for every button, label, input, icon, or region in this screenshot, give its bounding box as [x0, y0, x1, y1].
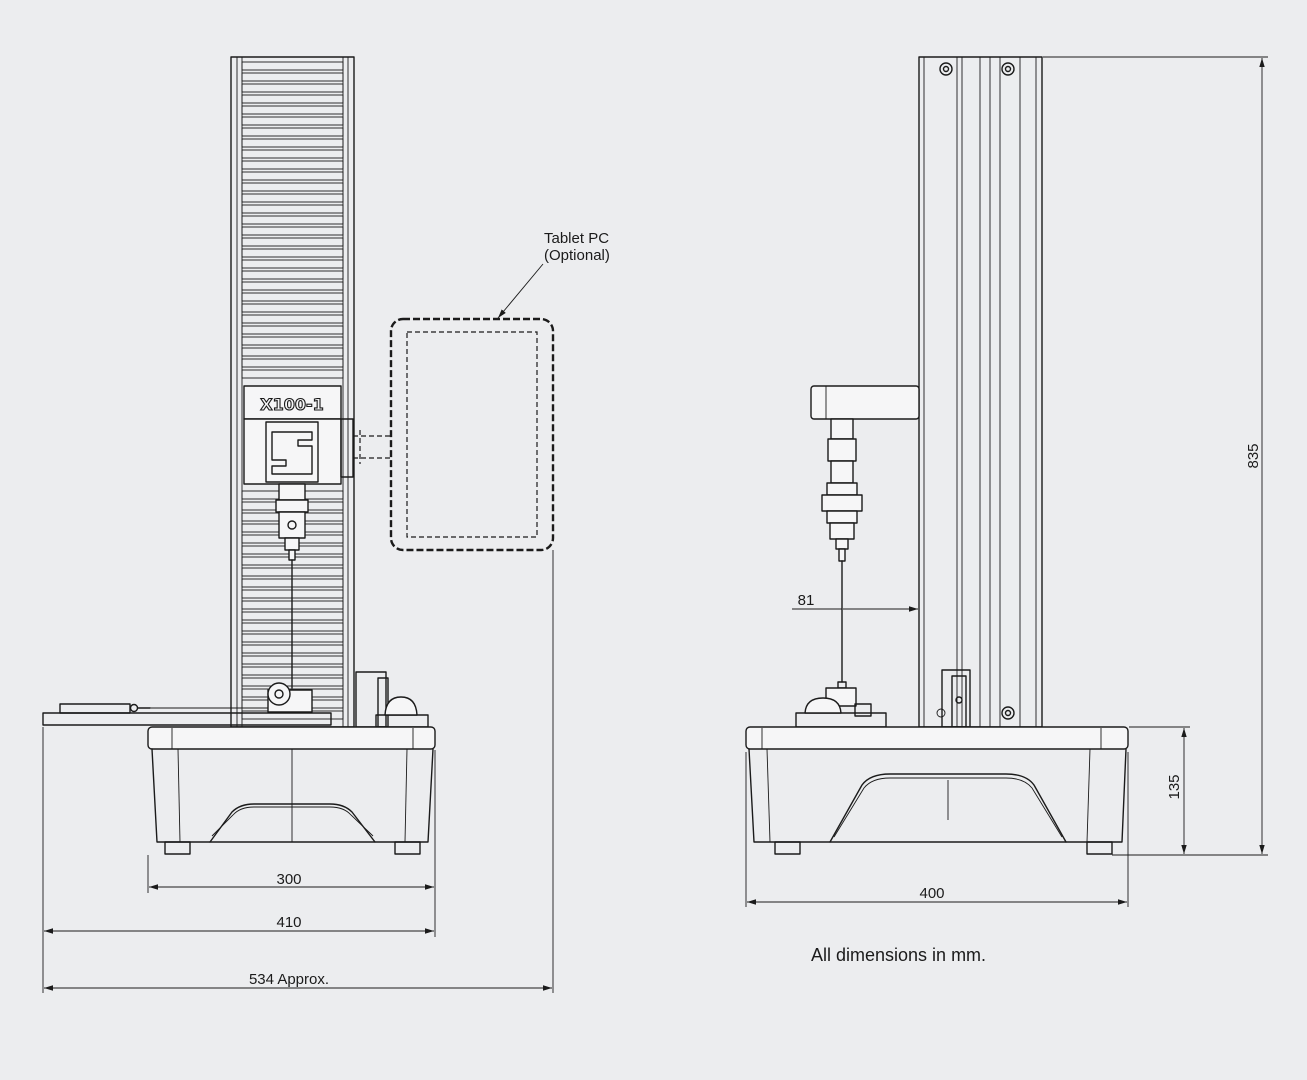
front-base — [147, 726, 436, 855]
column-slats — [241, 61, 344, 720]
units-note: All dimensions in mm. — [811, 945, 986, 965]
tablet-label-optional: (Optional) — [544, 247, 610, 264]
dim-81: 81 — [798, 592, 815, 609]
side-column — [918, 56, 1043, 728]
front-dimensions: 300 410 534 Approx. — [42, 550, 554, 993]
model-label: X100-1 — [260, 395, 324, 414]
dim-135: 135 — [1166, 774, 1183, 799]
dim-534: 534 Approx. — [249, 971, 329, 988]
front-column — [230, 56, 355, 728]
dim-410: 410 — [276, 914, 301, 931]
front-fixture — [42, 682, 332, 726]
tablet-label: Tablet PC — [544, 230, 609, 247]
front-controls — [355, 671, 429, 728]
side-dimensions: 400 835 135 81 — [745, 56, 1268, 907]
front-loadcell-rod — [275, 483, 309, 689]
side-arm — [810, 385, 920, 420]
tablet-mount — [353, 430, 391, 464]
front-view: X100-1 Tablet PC (Opt — [42, 56, 610, 993]
dim-300: 300 — [276, 871, 301, 888]
side-view: 400 835 135 81 — [745, 56, 1268, 907]
side-loadcell-rod — [821, 418, 863, 683]
tablet-leader — [497, 263, 544, 319]
dim-400: 400 — [919, 885, 944, 902]
tablet-pc — [389, 317, 555, 552]
side-base — [745, 726, 1129, 855]
side-fixture — [795, 681, 887, 728]
crosshead: X100-1 — [243, 385, 354, 485]
dim-835: 835 — [1245, 443, 1262, 468]
